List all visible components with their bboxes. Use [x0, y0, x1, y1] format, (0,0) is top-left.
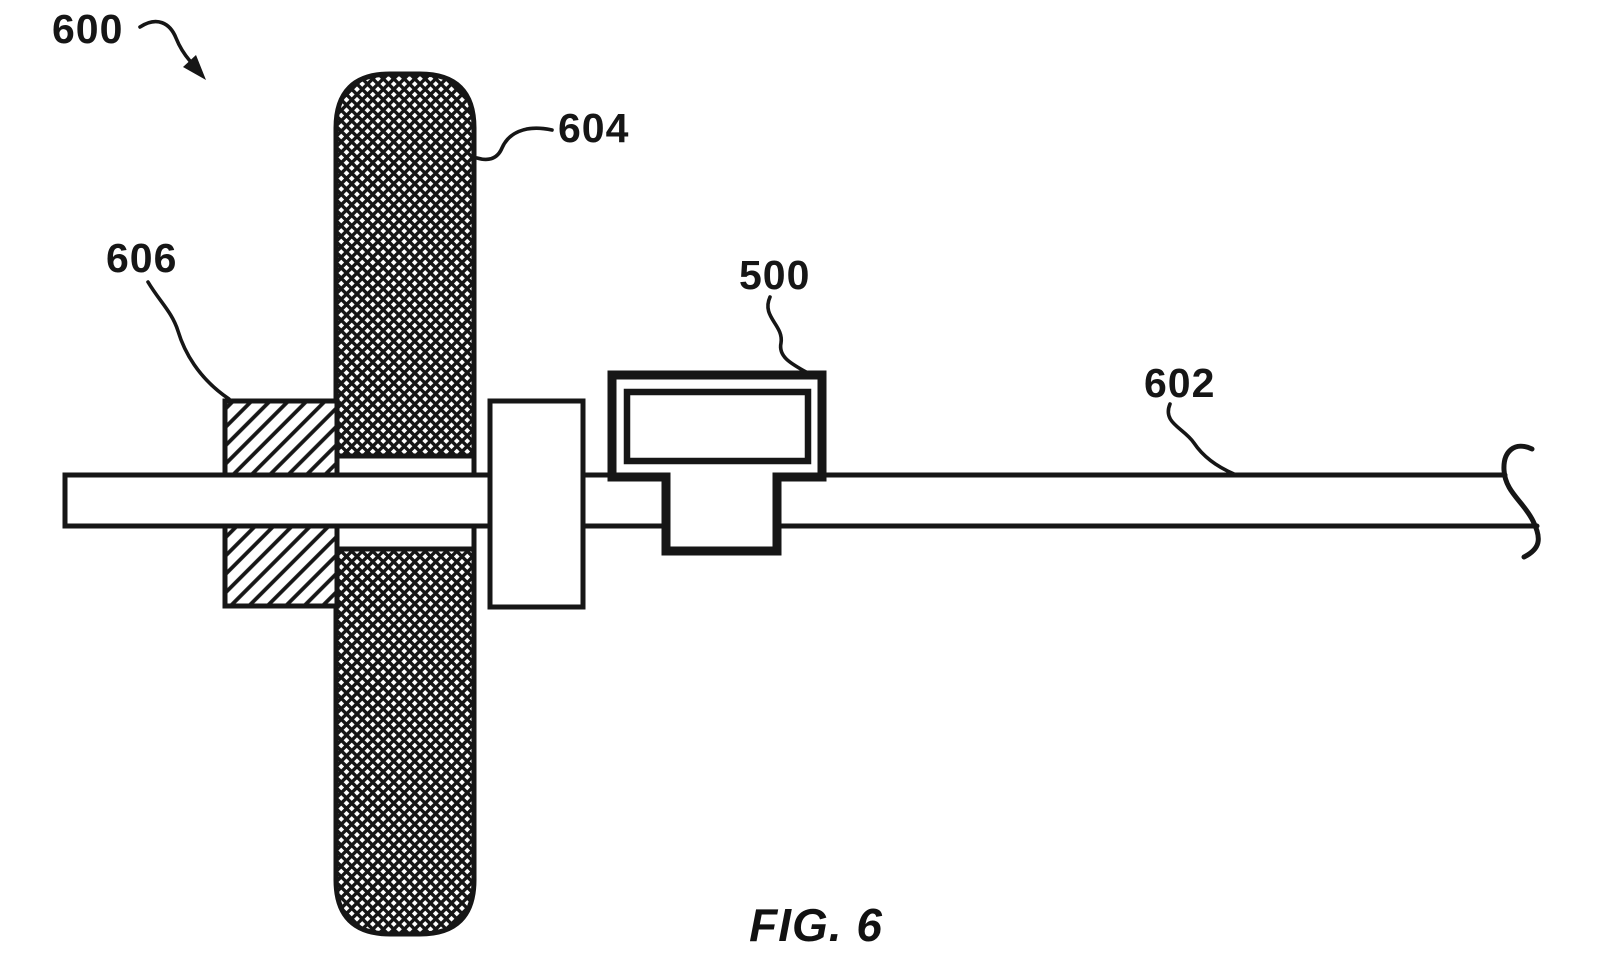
component-500-inner [623, 388, 812, 465]
ref-label-600: 600 [52, 6, 123, 52]
figure-caption: FIG. 6 [749, 899, 883, 951]
leader-600-arrow [138, 19, 192, 63]
ref-label-606: 606 [106, 235, 177, 281]
leader-602 [1166, 402, 1236, 476]
ref-label-500: 500 [739, 252, 810, 298]
shaft-602-body [62, 472, 1540, 529]
shaft-break-icon [1501, 443, 1541, 560]
leader-606 [146, 280, 231, 401]
leader-500 [766, 295, 808, 374]
arrowhead-600-icon [183, 55, 206, 80]
spacer-606-lower [222, 523, 340, 609]
leader-604 [475, 126, 554, 162]
roller-604-upper [333, 71, 477, 459]
ref-label-602: 602 [1144, 360, 1215, 406]
collar-block [487, 398, 586, 610]
roller-604-lower [333, 546, 477, 937]
ref-label-604: 604 [558, 105, 629, 151]
spacer-606-upper [222, 398, 340, 478]
